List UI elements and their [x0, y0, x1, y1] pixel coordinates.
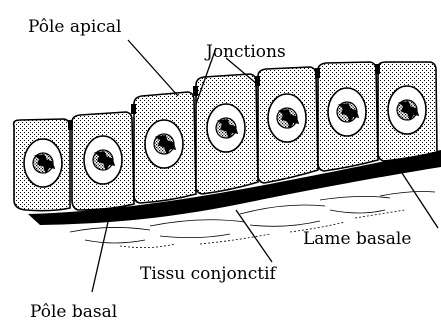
- label-lame-basale: Lame basale: [303, 229, 411, 249]
- leader-lame-basale: [400, 170, 438, 228]
- leader-pole-basal: [92, 222, 108, 292]
- nucleus-5: [268, 94, 306, 142]
- nucleus-4: [207, 104, 245, 152]
- nucleus-3: [145, 120, 183, 168]
- nucleus-2: [84, 136, 122, 184]
- leader-tissu-conjonctif: [236, 210, 272, 262]
- nucleus-1: [24, 139, 62, 187]
- nucleus-7: [388, 86, 426, 134]
- nucleus-6: [328, 88, 366, 136]
- label-jonctions: Jonctions: [204, 42, 286, 62]
- label-pole-apical: Pôle apical: [28, 17, 121, 37]
- label-tissu-conjonctif: Tissu conjonctif: [140, 264, 278, 284]
- label-pole-basal: Pôle basal: [30, 302, 117, 322]
- leader-pole-apical: [128, 40, 178, 96]
